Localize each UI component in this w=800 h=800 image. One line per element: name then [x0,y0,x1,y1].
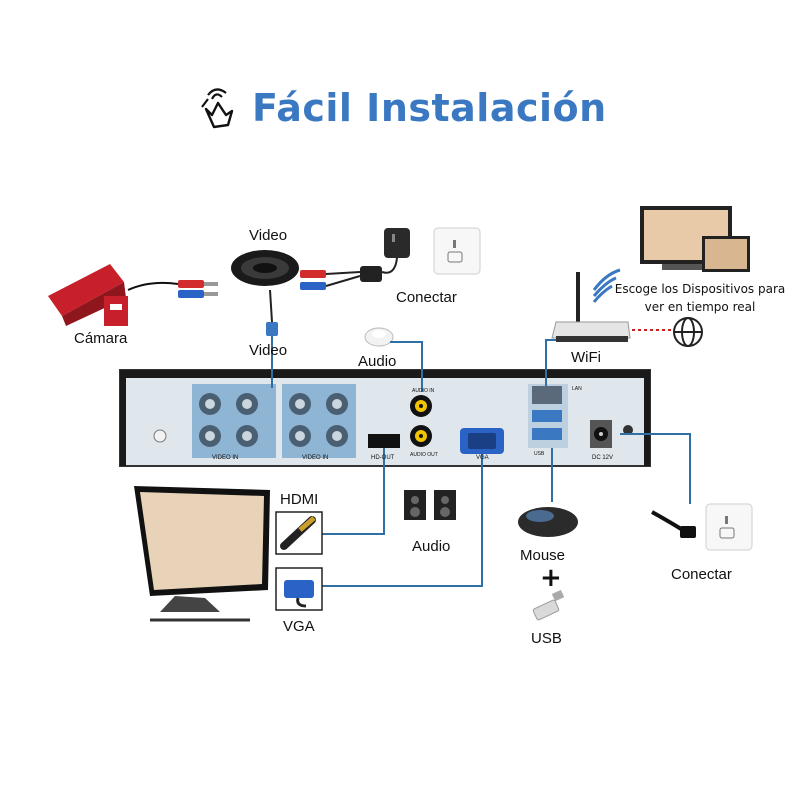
label-devices-note-line2: ver en tiempo real [644,300,756,314]
usb-stick-icon [532,589,565,621]
label-devices-note: Escoge los Dispositivos para ver en tiem… [610,280,790,316]
panel-label-usb: USB [534,451,545,457]
label-vga: VGA [283,618,315,635]
label-audio-top: Audio [358,353,397,370]
mouse-icon [518,507,578,537]
label-conectar-bottom: Conectar [671,566,732,583]
page-title: Fácil Instalación [252,86,607,130]
connection-lines [271,336,691,587]
bnc-connectors [199,393,348,447]
label-devices-note-line1: Escoge los Dispositivos para [614,282,786,296]
panel-label-lan: LAN [572,386,582,392]
router-icon [551,272,631,342]
vga-port [460,428,504,454]
wall-socket-bottom-icon [705,503,753,551]
camera-icon [48,264,128,326]
microphone-icon [364,327,394,347]
speakers-icon [404,490,456,520]
hdmi-port [368,434,400,448]
wall-socket-top-icon [433,227,481,275]
wifi-signal-icon [592,268,621,303]
label-conectar-top: Conectar [396,289,457,306]
dc-power-port [590,420,612,448]
label-audio-bottom: Audio [412,538,451,555]
panel-label-audio-out: AUDIO OUT [410,452,438,458]
hdmi-cable-icon [275,511,323,555]
title-row: Fácil Instalación [196,78,607,138]
monitor-group-icon [640,206,750,272]
vga-cable-icon [275,567,323,611]
panel-label-video-in-left: VIDEO IN [212,455,239,461]
power-adapter-icon [381,228,410,274]
video-cable-reel [127,250,382,336]
label-usb: USB [531,630,562,647]
plus-sign: + [540,563,562,593]
label-mouse: Mouse [520,547,566,564]
label-video-top: Video [249,227,288,244]
panel-label-hd-out: HD-OUT [371,455,395,461]
label-hdmi: HDMI [280,491,319,508]
panel-label-dc: DC 12V [592,455,614,461]
globe-icon [673,317,703,347]
audio-rca-jacks [410,395,432,447]
label-camara: Cámara [74,330,128,347]
panel-label-audio-in: AUDIO IN [412,388,435,394]
lan-usb-ports [528,384,568,448]
power-cable-icon [651,510,696,538]
label-video-mid: Video [249,342,288,359]
label-wifi: WiFi [571,349,601,366]
panel-label-vga: VGA [476,455,489,461]
monitor-icon [134,486,270,622]
hand-tap-icon [201,88,234,129]
panel-label-video-in-right: VIDEO IN [302,455,329,461]
